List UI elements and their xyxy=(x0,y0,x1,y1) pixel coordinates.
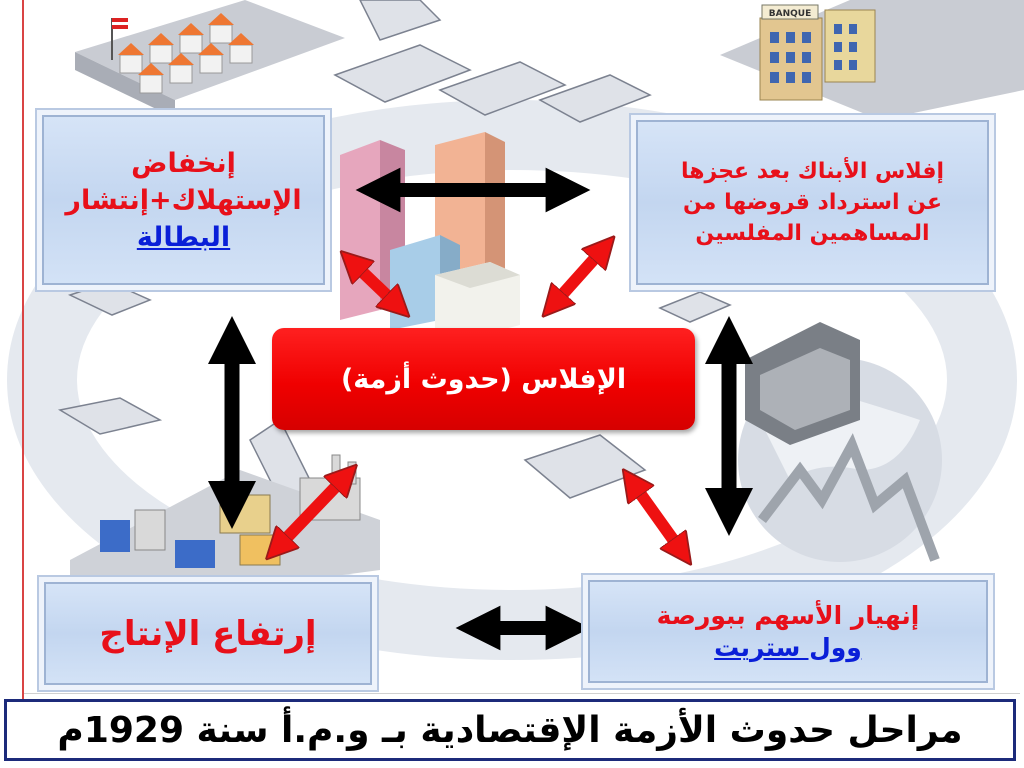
box-tr-line1: إفلاس الأبناك بعد عجزها xyxy=(680,159,945,184)
page-title-bar: مراحل حدوث الأزمة الإقتصادية بـ و.م.أ سن… xyxy=(4,699,1016,761)
town-illustration xyxy=(75,0,345,118)
left-margin-rule xyxy=(22,0,24,700)
box-consumption-decline: إنخفاض الإستهلاك+إنتشار البطالة xyxy=(42,115,325,285)
page-title: مراحل حدوث الأزمة الإقتصادية بـ و.م.أ سن… xyxy=(57,709,963,751)
red-double-arrow-upper-right xyxy=(553,248,604,305)
box-tr-line3: المساهمين المفلسين xyxy=(695,221,930,246)
box-stock-collapse: إنهيار الأسهم ببورصة وول ستريت xyxy=(588,580,988,683)
box-bank-failure: إفلاس الأبناك بعد عجزها عن استرداد قروضه… xyxy=(636,120,989,285)
red-double-arrow-lower-left xyxy=(277,476,346,548)
center-bankruptcy-box: الإفلاس (حدوث أزمة) xyxy=(272,328,695,430)
box-tl-line2: الإستهلاك+إنتشار xyxy=(65,184,302,216)
box-br-line2: وول ستريت xyxy=(714,632,862,662)
box-tl-line1: إنخفاض xyxy=(131,147,236,179)
bank-sign: BANQUE xyxy=(769,9,811,19)
globe-illustration xyxy=(738,322,942,562)
box-tl-line3: البطالة xyxy=(136,221,231,253)
red-double-arrow-lower-right xyxy=(632,482,682,552)
box-br-line1: إنهيار الأسهم ببورصة xyxy=(656,600,920,630)
arrows-layer xyxy=(207,167,754,651)
box-production-rise: إرتفاع الإنتاج xyxy=(44,582,372,685)
center-label: الإفلاس (حدوث أزمة) xyxy=(340,363,627,395)
bottom-divider xyxy=(24,693,1020,694)
box-tr-line2: عن استرداد قروضها من xyxy=(683,190,942,215)
domino-tiles xyxy=(57,0,732,522)
box-bl-label: إرتفاع الإنتاج xyxy=(99,613,317,654)
bank-illustration: BANQUE xyxy=(720,0,1024,120)
red-double-arrow-upper-left xyxy=(352,262,398,306)
